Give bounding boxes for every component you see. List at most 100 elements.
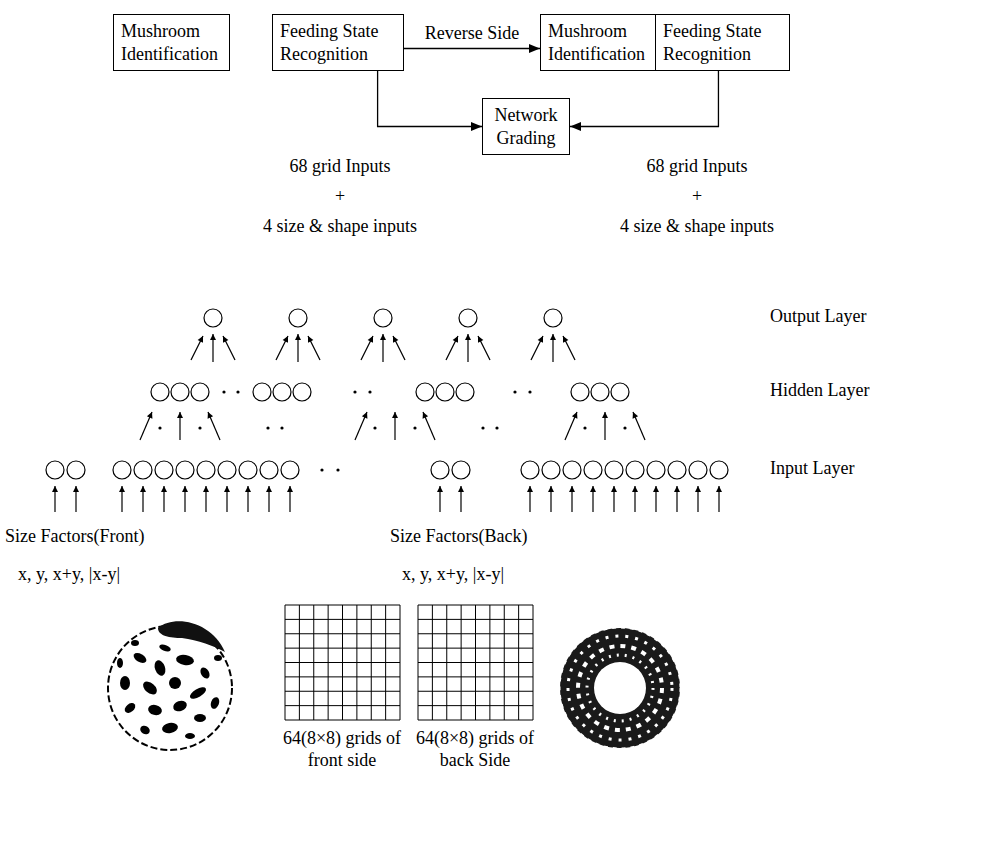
ellipsis-dot [583,426,586,429]
neuron-circle [647,461,665,479]
arrow-head [538,336,543,343]
arrow-shaft [276,336,288,360]
arrow-head [283,336,288,343]
box-label: Mushroom Identification [548,20,649,65]
ellipsis-dot [280,426,283,429]
gill-texture [587,655,653,721]
arrow-shaft [223,336,235,360]
weight-arrow [674,486,680,512]
arrow-head [633,412,639,419]
arrow-head [266,486,272,492]
weight-arrow [223,336,235,360]
text-label: Size Factors(Front) [5,526,144,548]
text-label: Size Factors(Back) [390,526,527,548]
arrow-head [210,334,216,340]
neuron-circle [584,461,602,479]
grid-line [285,705,400,706]
neuron-circle [689,461,707,479]
neuron-circle [293,383,311,401]
weight-arrow [632,486,638,512]
mushroom-spot [139,724,152,736]
arrow-head [529,44,540,53]
arrow-shaft [423,412,435,440]
ellipsis-dot [481,426,484,429]
mushroom-spot [153,659,168,677]
neuron-circle [151,383,169,401]
neuron-circle [204,309,222,327]
weight-arrow [695,486,701,512]
mushroom-gill-ring [560,628,680,748]
neuron-circle [416,383,434,401]
arrow-shaft [208,412,220,440]
weight-arrow [182,486,188,512]
weight-arrow [437,486,443,512]
grid-line [356,605,357,720]
text-label: x, y, x+y, |x-y| [402,564,504,586]
weight-arrow [392,412,398,440]
process-box: Network Grading [482,98,570,155]
text-label: 64(8×8) grids of back Side [405,728,545,771]
arrow-shaft [191,336,203,360]
text-label: Hidden Layer [770,380,869,402]
neuron-circle [134,461,152,479]
mushroom-spot [172,699,189,713]
neuron-circle [218,461,236,479]
arrow-shaft [633,412,645,440]
neuron-circle [431,461,449,479]
text-label: Input Layer [770,458,854,480]
ellipsis-dot [266,426,269,429]
grid-line [285,720,400,721]
ellipsis-dot [623,426,626,429]
arrow-head [392,412,398,418]
mushroom-spot [132,651,148,665]
neuron-circle [273,383,291,401]
mushroom-spot [158,643,171,653]
neuron-circle [191,383,209,401]
ellipsis-dot [320,468,323,471]
neuron-circle [563,461,581,479]
weight-arrow [563,336,575,360]
grid-line [400,605,401,720]
arrow-head [572,412,578,419]
ellipsis-dot [513,390,516,393]
mushroom-spot [161,722,178,735]
weight-arrow [191,336,203,360]
neuron-circle [113,461,131,479]
arrow-head [527,486,533,492]
arrow-head [177,412,183,418]
neuron-circle [591,383,609,401]
mushroom-spot [120,676,130,690]
mushroom-back-image [559,627,681,749]
weight-arrow [210,334,216,362]
arrow-head [602,412,608,418]
text-label: 4 size & shape inputs [263,216,417,238]
arrow-shaft [565,412,577,440]
weight-arrow [52,486,58,512]
weight-arrow [446,336,458,360]
weight-arrow [611,486,617,512]
weight-arrow [266,486,272,512]
grid-line [371,605,372,720]
arrow-head [716,486,722,492]
box-label: Feeding State Recognition [280,20,396,65]
neuron-circle [452,461,470,479]
arrow-head [695,486,701,492]
arrow-head [203,486,209,492]
weight-arrow [208,412,220,440]
arrow-head [437,486,443,492]
process-box: Mushroom Identification [113,14,230,71]
weight-arrow [203,486,209,512]
grid-line [342,605,343,720]
arrow-head [287,486,293,492]
weight-arrow [569,486,575,512]
arrow-head [245,486,251,492]
arrow-head [458,486,464,492]
mushroom-center [594,662,646,714]
arrow-head [119,486,125,492]
weight-arrow [119,486,125,512]
ellipsis-dot [236,390,239,393]
text-label: Output Layer [770,306,866,328]
text-label: + [335,186,345,208]
weight-arrow [177,412,183,440]
ellipsis-dot [198,426,201,429]
